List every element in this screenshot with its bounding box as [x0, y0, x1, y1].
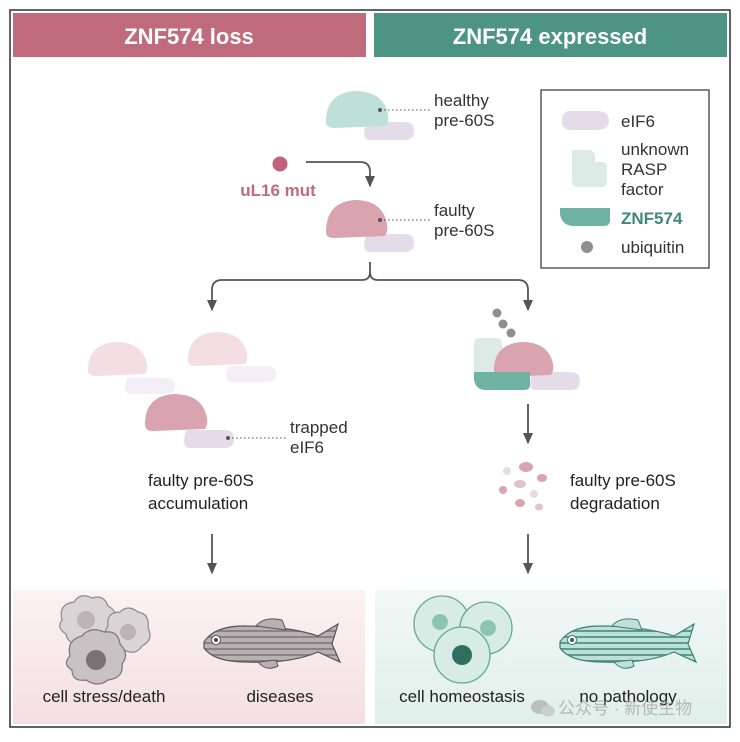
- legend-ubiquitin-swatch: [581, 241, 593, 253]
- degradation-caption-1: faulty pre-60S: [570, 471, 676, 490]
- faulty-pointer-dot: [378, 218, 382, 222]
- degradation-fragments: [499, 462, 547, 511]
- healthy-label-2: pre-60S: [434, 111, 494, 130]
- mutation-arrow: [306, 161, 376, 188]
- accumulated-pre60s-back-left: [88, 342, 175, 394]
- header-loss-title: ZNF574 loss: [124, 24, 254, 49]
- header-expressed-band: [374, 13, 727, 57]
- trapped-eif6: [184, 430, 234, 448]
- legend-rasp-label-1: unknown: [621, 140, 689, 159]
- header-loss-band: [13, 13, 366, 57]
- rasp-pre60s: [494, 342, 554, 377]
- ubiquitin-3: [506, 328, 516, 338]
- rasp-complex: [474, 308, 580, 390]
- mutation-dot: [272, 156, 288, 172]
- znf574-bound: [474, 372, 530, 390]
- faulty-label-1: faulty: [434, 201, 475, 220]
- expressed-outcome-organism-label: no pathology: [579, 687, 677, 706]
- legend-rasp-label-3: factor: [621, 180, 664, 199]
- accumulated-pre60s: [88, 332, 276, 448]
- accumulated-pre60s-front: [145, 394, 208, 431]
- watermark: 公众号 · 新使生物: [531, 698, 692, 718]
- accumulation-caption-2: accumulation: [148, 494, 248, 513]
- healthy-pre60s: [326, 91, 414, 140]
- loss-outcome-cells-label: cell stress/death: [43, 687, 166, 706]
- faulty-eif6: [364, 234, 414, 252]
- healthy-fish-icon: [559, 618, 698, 669]
- trapped-label-2: eIF6: [290, 438, 324, 457]
- healthy-label-1: healthy: [434, 91, 489, 110]
- faulty-label-2: pre-60S: [434, 221, 494, 240]
- loss-outcome-organism-label: diseases: [246, 687, 313, 706]
- healthy-subunit: [326, 91, 389, 128]
- legend-ubiquitin-label: ubiquitin: [621, 238, 684, 257]
- legend-eif6-label: eIF6: [621, 112, 655, 131]
- trapped-label-1: trapped: [290, 418, 348, 437]
- rasp-eif6: [530, 372, 580, 390]
- mutation-label: uL16 mut: [240, 181, 316, 200]
- healthy-eif6: [364, 122, 414, 140]
- ubiquitin-1: [492, 308, 502, 318]
- ubiquitin-2: [498, 319, 508, 329]
- faulty-pre60s: [326, 200, 414, 252]
- legend: eIF6 unknown RASP factor ZNF574 ubiquiti…: [540, 89, 710, 269]
- legend-znf574-swatch: [560, 208, 610, 226]
- faulty-subunit: [326, 200, 388, 238]
- expressed-outcome-cells-label: cell homeostasis: [399, 687, 525, 706]
- stressed-cells-icon: [59, 595, 151, 685]
- legend-eif6-swatch: [562, 111, 609, 130]
- legend-rasp-label-2: RASP: [621, 160, 667, 179]
- legend-rasp-swatch: [572, 150, 607, 187]
- branch-arrow-right: [369, 271, 534, 312]
- accumulated-pre60s-back-right: [188, 332, 276, 382]
- legend-znf574-label: ZNF574: [621, 209, 683, 228]
- watermark-text: 公众号 · 新使生物: [558, 698, 692, 718]
- degradation-caption-2: degradation: [570, 494, 660, 513]
- header-expressed-title: ZNF574 expressed: [453, 24, 647, 49]
- healthy-cells-icon: [413, 595, 513, 684]
- diseased-fish-icon: [203, 618, 342, 669]
- trapped-pointer-dot: [226, 436, 230, 440]
- accumulation-caption-1: faulty pre-60S: [148, 471, 254, 490]
- healthy-pointer-dot: [378, 108, 382, 112]
